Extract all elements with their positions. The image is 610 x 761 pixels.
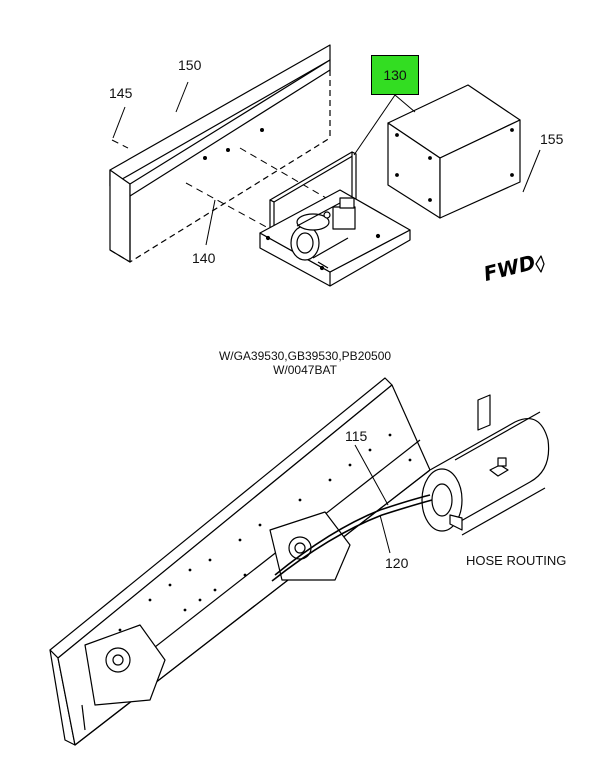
callout-140: 140 <box>192 250 216 266</box>
callout-120: 120 <box>385 555 409 571</box>
leader-lines-lower <box>354 444 391 554</box>
callout-130-highlighted: 130 <box>371 55 419 95</box>
forward-arrow-icon <box>535 255 545 273</box>
air-compressor <box>290 197 356 269</box>
callout-115: 115 <box>345 428 368 444</box>
callout-130-text: 130 <box>383 67 407 83</box>
leader-lines-upper <box>112 81 541 246</box>
hose-routing-label: HOSE ROUTING <box>466 553 567 568</box>
hose-routing <box>271 494 433 582</box>
callout-150: 150 <box>178 57 202 73</box>
callout-145: 145 <box>109 85 133 101</box>
compressor-cover-box <box>387 84 521 219</box>
applicability-note-line1: W/GA39530,GB39530,PB20500 <box>218 349 392 363</box>
applicability-note-line2: W/0047BAT <box>273 363 337 377</box>
callout-155: 155 <box>540 131 564 147</box>
air-tank <box>421 394 550 536</box>
frame-rail-channel <box>109 44 331 263</box>
